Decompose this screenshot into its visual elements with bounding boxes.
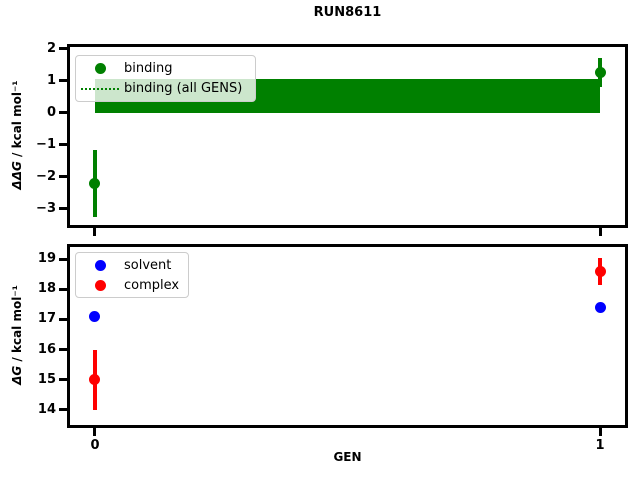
legend-item-complex: complex	[81, 275, 180, 295]
y-tick-label: 15	[37, 371, 56, 387]
y-tick	[59, 47, 67, 51]
x-tick-label: 0	[90, 438, 100, 453]
y-tick-label: 18	[37, 281, 56, 297]
binding-marker-icon	[94, 62, 106, 74]
y-tick	[59, 143, 67, 147]
y-tick	[59, 111, 67, 115]
complex-point	[89, 374, 101, 386]
x-tick	[598, 428, 602, 436]
xlabel-gen: GEN	[333, 450, 362, 464]
y-tick-label: 1	[46, 72, 56, 88]
y-tick-label: −3	[36, 200, 56, 216]
legend-handle	[81, 62, 119, 74]
y-tick-label: 0	[46, 104, 56, 120]
x-tick	[93, 428, 97, 436]
legend-handle	[81, 279, 119, 291]
y-tick	[59, 79, 67, 83]
legend-label-solvent: solvent	[124, 257, 172, 273]
y-tick	[59, 207, 67, 211]
y-tick	[59, 317, 67, 321]
y-tick-label: 14	[37, 401, 56, 417]
y-tick	[59, 348, 67, 352]
complex-point	[594, 265, 606, 277]
top-plot-frame	[67, 44, 628, 228]
all-gens-dotted-line-icon	[81, 87, 119, 90]
y-tick-label: 2	[46, 40, 56, 56]
y-tick-label: 16	[37, 341, 56, 357]
y-tick	[59, 408, 67, 412]
solvent-point	[594, 301, 606, 313]
y-tick-label: −1	[36, 136, 56, 152]
legend-item-all-gens: binding (all GENS)	[81, 79, 245, 99]
legend-item-solvent: solvent	[81, 255, 178, 275]
solvent-point	[89, 310, 101, 322]
binding-point	[594, 67, 606, 79]
legend-label-all-gens: binding (all GENS)	[124, 81, 243, 97]
y-tick	[59, 257, 67, 261]
legend-handle	[81, 87, 119, 90]
y-tick-label: −2	[36, 168, 56, 184]
complex-marker-icon	[94, 279, 106, 291]
legend-item-binding: binding	[81, 58, 245, 78]
y-tick	[59, 287, 67, 291]
legend-label-complex: complex	[124, 277, 180, 293]
legend-handle	[81, 259, 119, 271]
x-tick	[93, 228, 97, 236]
bottom-plot-frame	[67, 244, 628, 428]
y-tick	[59, 175, 67, 179]
x-tick	[598, 228, 602, 236]
y-tick	[59, 378, 67, 382]
all-gens-center-line	[94, 94, 600, 97]
chart-title: RUN8611	[313, 5, 382, 20]
ylabel-dg: ΔG / kcal mol⁻¹	[10, 250, 24, 420]
solvent-marker-icon	[94, 259, 106, 271]
y-tick-label: 19	[37, 251, 56, 267]
legend-label-binding: binding	[124, 60, 173, 76]
legend-binding: binding binding (all GENS)	[75, 55, 256, 102]
y-tick-label: 17	[37, 311, 56, 327]
binding-point	[89, 177, 101, 189]
legend-dg: solvent complex	[75, 252, 189, 298]
x-tick-label: 1	[595, 438, 605, 453]
